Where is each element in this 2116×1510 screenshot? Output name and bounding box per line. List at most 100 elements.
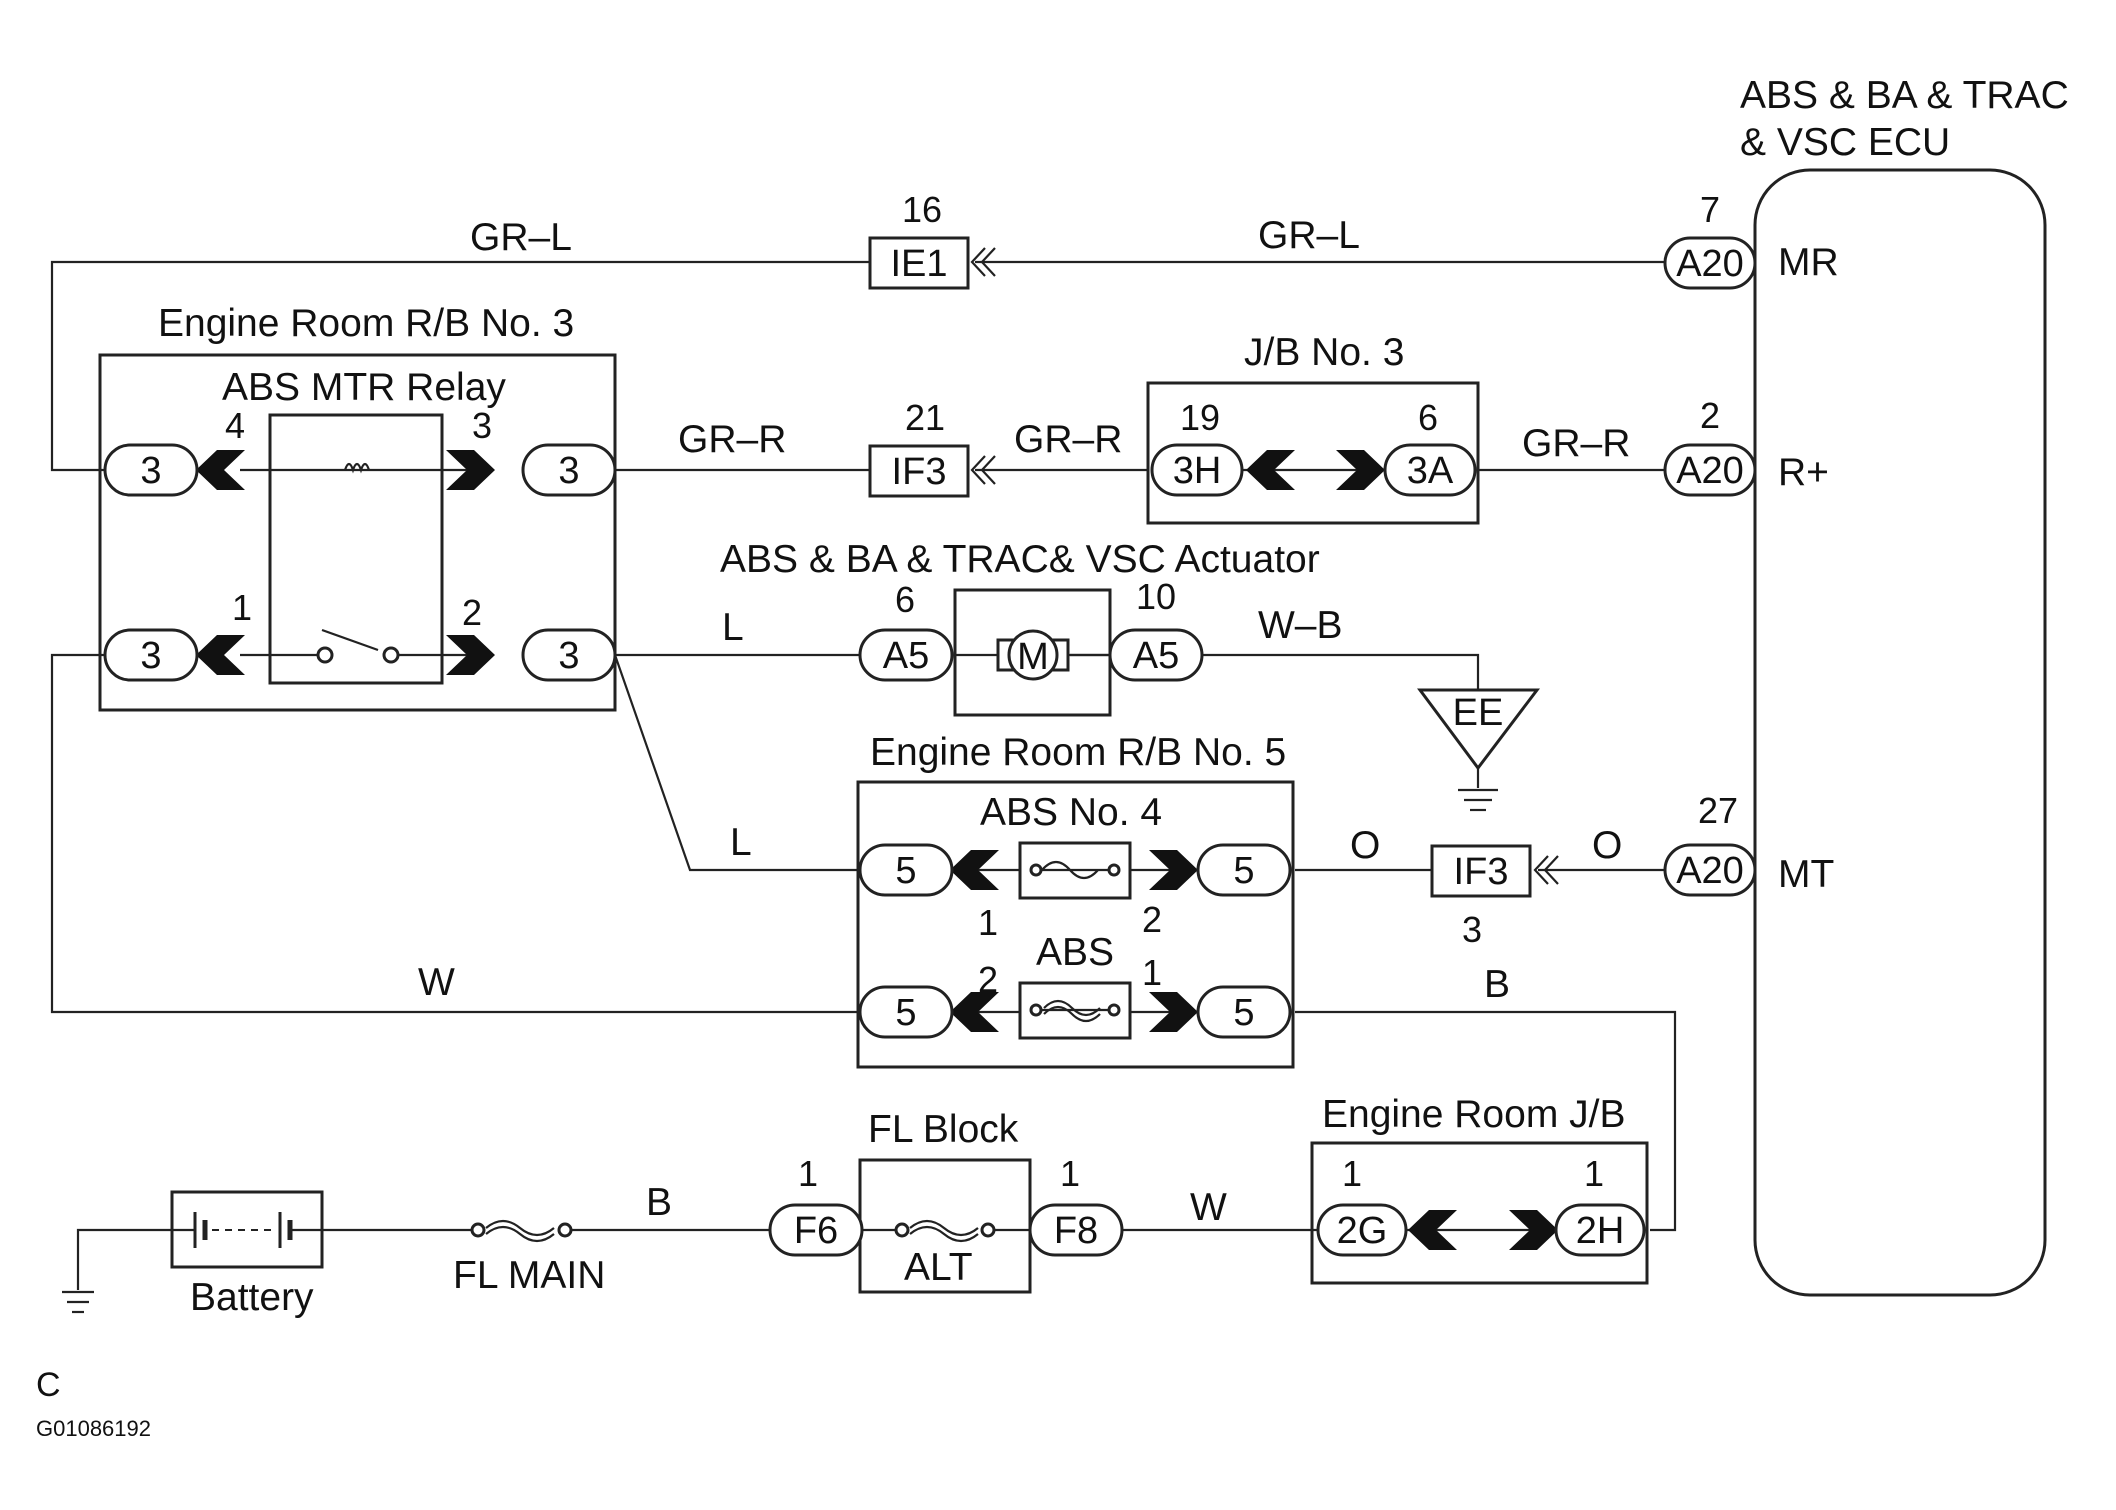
arrow-rb3-tr (446, 450, 495, 490)
connector-a5-left: A5 6 (858, 579, 954, 682)
connector-rb5-tl: 5 (858, 843, 954, 897)
svg-text:5: 5 (1233, 992, 1254, 1034)
svg-text:3: 3 (140, 635, 161, 677)
relay-title: ABS MTR Relay (222, 366, 506, 409)
svg-text:1: 1 (1342, 1153, 1362, 1194)
wire-label-gr-r-2: GR–R (1014, 418, 1122, 461)
svg-text:27: 27 (1698, 790, 1738, 831)
rb3-title: Engine Room R/B No. 3 (158, 302, 574, 345)
alt-label: ALT (904, 1246, 973, 1289)
motor-label: M (1017, 636, 1049, 678)
svg-text:3: 3 (1462, 909, 1482, 950)
ecu-pin-rplus: R+ (1778, 451, 1829, 494)
svg-text:F8: F8 (1054, 1210, 1098, 1252)
svg-text:3H: 3H (1173, 450, 1222, 492)
wire-label-b-bottom: B (646, 1181, 672, 1224)
connector-f6: F6 1 (768, 1153, 864, 1257)
rb5-title: Engine Room R/B No. 5 (870, 731, 1286, 774)
arrow-rb5-tl (950, 850, 999, 890)
arrow-jb3-left (1246, 450, 1295, 490)
svg-text:IF3: IF3 (892, 451, 947, 493)
connector-2h: 2H 1 (1554, 1153, 1646, 1257)
wire-wb (1200, 653, 1480, 690)
connector-a20-mt: A20 27 (1663, 790, 1757, 897)
svg-text:3A: 3A (1407, 450, 1454, 492)
erjb-title: Engine Room J/B (1322, 1093, 1626, 1136)
ground-ee: EE (1417, 688, 1541, 812)
connector-3a: 3A 6 (1383, 397, 1477, 497)
svg-text:A20: A20 (1676, 850, 1744, 892)
wire-label-w-bottom: W (1190, 1186, 1227, 1229)
arrow-erjb-right (1509, 1210, 1558, 1250)
connector-rb5-tr: 5 (1196, 843, 1292, 897)
ecu-body (1753, 168, 2047, 1297)
connector-f8: F8 1 (1028, 1153, 1124, 1257)
relay-contact-left (316, 646, 334, 664)
rb5-pin-a1: 1 (978, 902, 998, 943)
erjb-box (1310, 1141, 1649, 1285)
jb3-title: J/B No. 3 (1244, 331, 1404, 374)
connector-rb5-br: 5 (1196, 985, 1292, 1039)
svg-text:1: 1 (1060, 1153, 1080, 1194)
battery-icon (170, 1190, 324, 1269)
footer-code: G01086192 (36, 1416, 151, 1441)
fuse-abs-label: ABS (1036, 931, 1114, 974)
rb5-pin-a2: 2 (1142, 899, 1162, 940)
svg-text:1: 1 (798, 1153, 818, 1194)
arrow-rb5-br (1149, 992, 1198, 1032)
svg-text:2: 2 (1700, 395, 1720, 436)
connector-rb5-bl: 5 (858, 985, 954, 1039)
fuse-fl-main (470, 1219, 573, 1243)
connector-a20-mr: A20 7 (1663, 189, 1757, 290)
ecu-title-line1: ABS & BA & TRAC (1740, 74, 2069, 117)
rb5-pin-b1: 1 (1142, 952, 1162, 993)
connector-rb3-tl: 3 (103, 443, 199, 497)
connector-if3-mid: IF3 3 (1430, 844, 1559, 950)
svg-text:EE: EE (1453, 692, 1504, 734)
connector-3h: 3H 19 (1150, 397, 1244, 497)
wire-label-w-mid: W (418, 961, 455, 1004)
arrow-rb3-br (446, 635, 495, 675)
relay-switch-blade (321, 628, 379, 652)
svg-text:10: 10 (1136, 576, 1176, 617)
arrow-rb3-tl (196, 450, 245, 490)
ground-battery-icon (62, 1290, 94, 1314)
wire-label-gr-r-1: GR–R (678, 418, 786, 461)
connector-rb3-br: 3 (521, 628, 617, 682)
wire-label-gr-l-left: GR–L (470, 216, 572, 259)
svg-text:7: 7 (1700, 189, 1720, 230)
arrow-erjb-left (1408, 1210, 1457, 1250)
svg-text:1: 1 (1584, 1153, 1604, 1194)
fl-main-label: FL MAIN (453, 1254, 605, 1297)
svg-text:3: 3 (558, 450, 579, 492)
connector-a20-rplus: A20 2 (1663, 395, 1757, 497)
connector-rb3-tr: 3 (521, 443, 617, 497)
svg-text:A5: A5 (883, 635, 929, 677)
fuse-abs (1018, 981, 1132, 1040)
rb5-pin-b2: 2 (978, 959, 998, 1000)
arrow-rb5-bl (950, 992, 999, 1032)
wire-label-gr-r-3: GR–R (1522, 422, 1630, 465)
connector-if3-top: IF3 21 (868, 397, 996, 498)
rb3-box (98, 353, 617, 712)
footer-letter: C (36, 1366, 61, 1404)
svg-text:6: 6 (895, 579, 915, 620)
wire-l-diag (613, 654, 860, 872)
svg-text:21: 21 (905, 397, 945, 438)
fuse-abs-no4 (1018, 841, 1132, 900)
svg-text:3: 3 (558, 635, 579, 677)
relay-pin-3: 3 (472, 405, 492, 446)
motor-circle (1007, 629, 1059, 681)
relay-pin-4: 4 (225, 405, 245, 446)
connector-rb3-bl: 3 (103, 628, 199, 682)
svg-text:IE1: IE1 (890, 243, 947, 285)
jb3-box (1146, 381, 1480, 525)
svg-text:5: 5 (895, 992, 916, 1034)
wire-label-o-right: O (1592, 824, 1622, 867)
wire-battery-ground (76, 1228, 172, 1290)
wire-label-gr-l-right: GR–L (1258, 214, 1360, 257)
fuse-abs4-label: ABS No. 4 (980, 791, 1162, 834)
connector-ie1: IE1 16 (868, 189, 996, 290)
svg-text:2H: 2H (1576, 1210, 1625, 1252)
